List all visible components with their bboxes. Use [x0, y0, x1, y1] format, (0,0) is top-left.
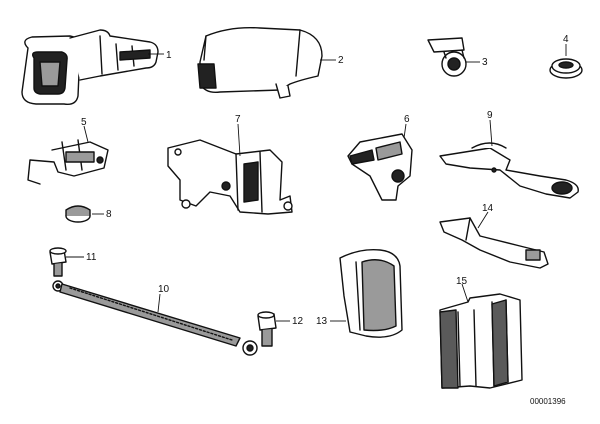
callout-6-leader — [403, 123, 407, 139]
callout-14: 14 — [482, 203, 494, 214]
callout-11: 11 — [86, 252, 97, 263]
callout-13: 13 — [316, 316, 328, 327]
callout-5-leader — [83, 125, 89, 143]
callout-1: 1 — [166, 50, 172, 61]
callout-4: 4 — [563, 34, 569, 45]
part-15-connector-block — [439, 293, 523, 389]
callout-9: 9 — [487, 110, 493, 121]
part-10-ground-strap — [52, 280, 258, 356]
diagram-reference-code: 00001396 — [530, 397, 566, 406]
callout-14-leader — [477, 211, 489, 229]
callout-9-leader — [489, 119, 493, 147]
callout-7: 7 — [235, 114, 241, 125]
callout-12: 12 — [292, 316, 304, 327]
part-5-bracket — [27, 139, 109, 185]
callout-10: 10 — [158, 284, 170, 295]
part-2-cover — [197, 26, 323, 99]
part-8-plug-left — [65, 205, 91, 223]
part-1-grommet — [21, 29, 159, 106]
callout-15-leader — [461, 283, 469, 303]
part-13-cover-cap — [339, 248, 403, 338]
part-3-clip — [427, 37, 467, 77]
callout-8a: 8 — [106, 209, 112, 220]
part-11-bolt — [49, 247, 67, 277]
part-7-bracket-plate — [167, 139, 293, 215]
callout-15: 15 — [456, 276, 468, 287]
callout-6: 6 — [404, 114, 410, 125]
part-6-bracket — [347, 133, 413, 201]
part-4-grommet — [549, 58, 583, 79]
part-14-bracket-strip — [439, 217, 549, 269]
callout-10-leader — [157, 293, 161, 313]
part-12-bolt — [257, 311, 277, 347]
part-9-strap — [439, 142, 579, 199]
callout-3: 3 — [482, 57, 488, 68]
callout-2: 2 — [338, 55, 344, 66]
callout-5: 5 — [81, 117, 87, 128]
callout-7-leader — [237, 123, 241, 157]
